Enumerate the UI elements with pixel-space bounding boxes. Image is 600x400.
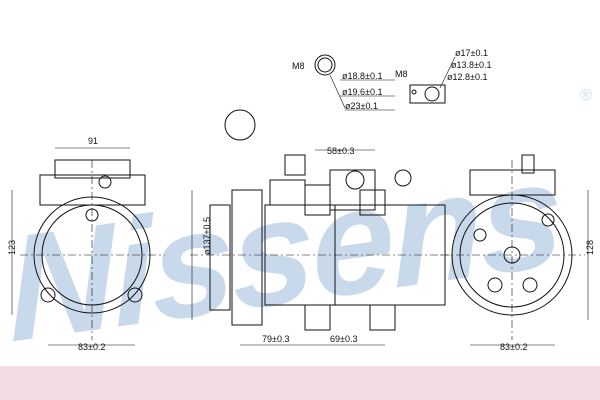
port-right-detail (409, 56, 456, 104)
front-view (11, 147, 165, 346)
registered-mark: ® (580, 87, 592, 104)
rear-view (440, 154, 589, 346)
dist-b-dim: 69±0.3 (330, 334, 357, 344)
front-height-dim: 123 (7, 240, 17, 255)
port-left-d3: ø23±0.1 (345, 101, 378, 111)
port-right-d2: ø13.8±0.1 (451, 60, 491, 70)
port-left-d2: ø19.6±0.1 (342, 87, 382, 97)
port-left-d1: ø18.8±0.1 (342, 71, 382, 81)
top-spacing-dim: 58±0.3 (327, 146, 354, 156)
port-left-thread: M8 (292, 61, 305, 71)
dist-a-dim: 79±0.3 (262, 334, 289, 344)
bottom-band (0, 366, 600, 400)
port-right-d1: ø17±0.1 (455, 48, 488, 58)
port-left-detail (314, 54, 395, 111)
front-width-dim: 91 (88, 136, 98, 146)
pulley-diameter-dim: ø137±0.5 (202, 217, 212, 255)
port-right-thread: M8 (395, 69, 408, 79)
rear-mount-dim: 83±0.2 (500, 342, 527, 352)
front-mount-dim: 83±0.2 (78, 342, 105, 352)
port-right-d3: ø12.8±0.1 (447, 72, 487, 82)
rear-height-dim: 128 (585, 240, 595, 255)
